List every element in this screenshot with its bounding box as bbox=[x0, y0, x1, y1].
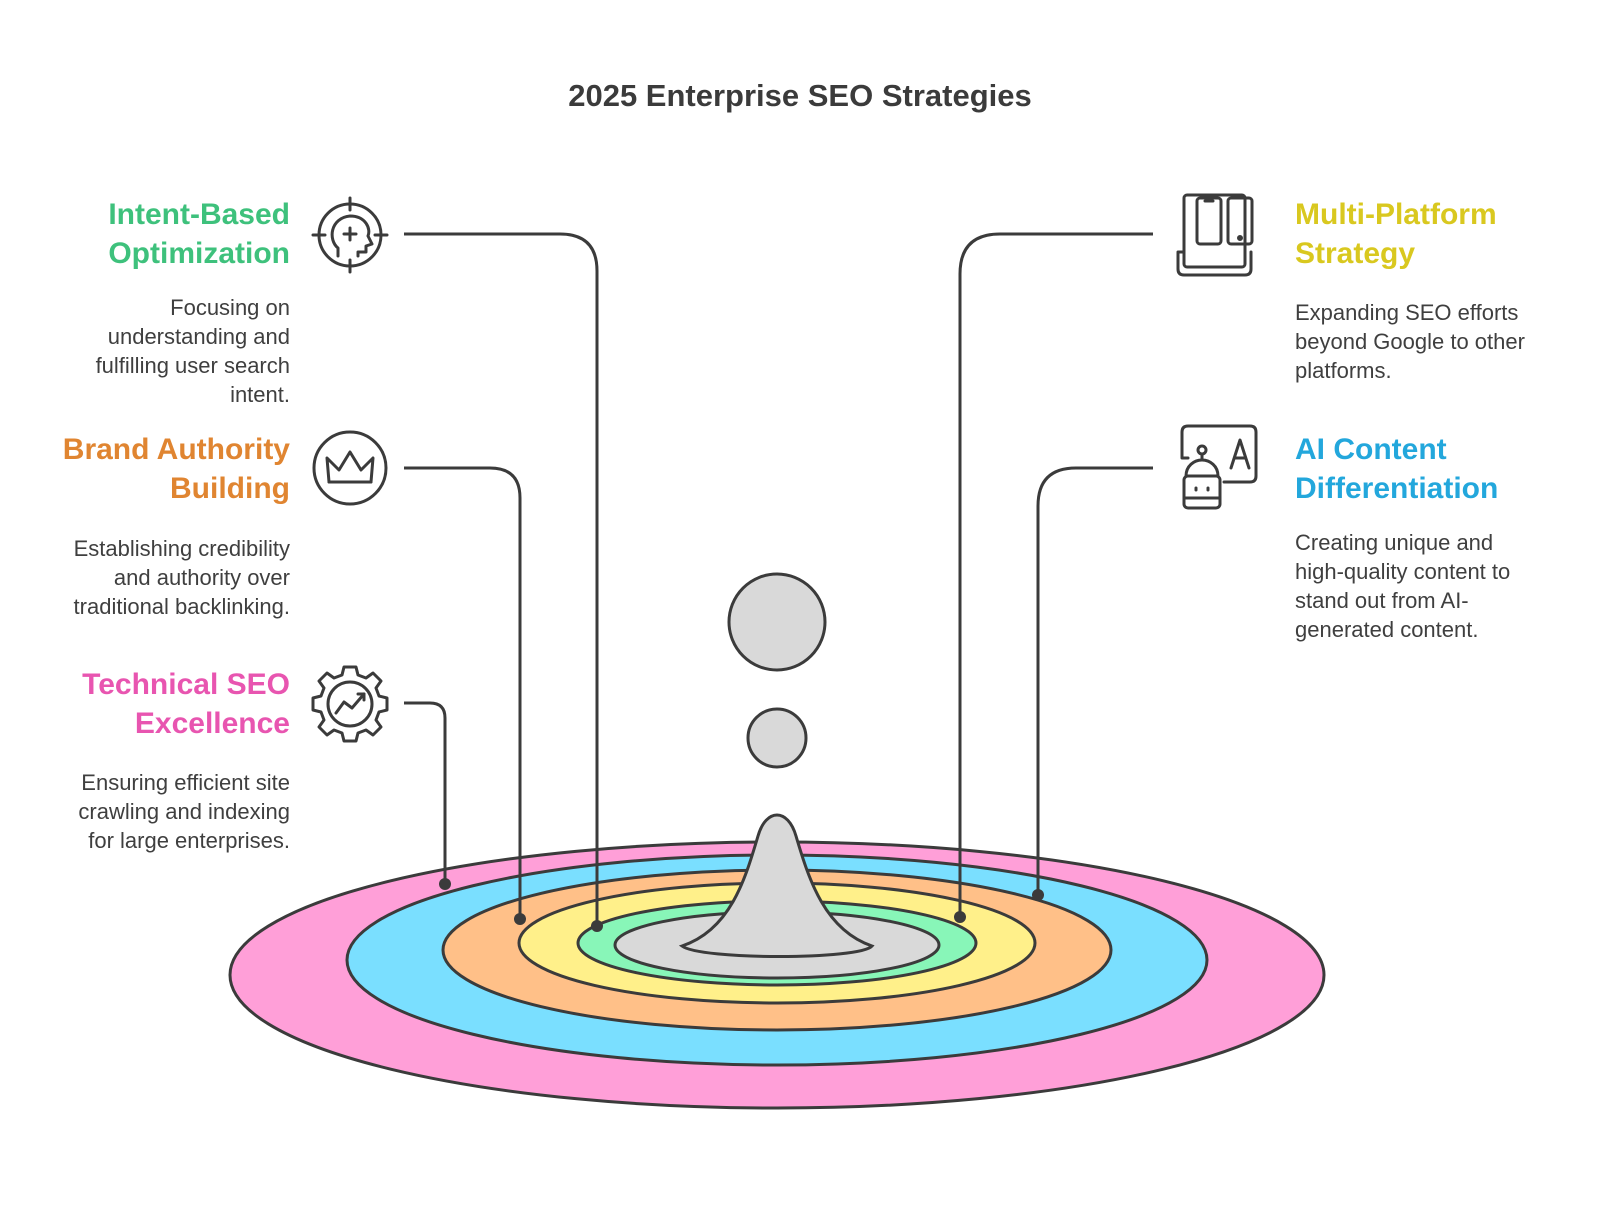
desc-intent-line2: understanding and bbox=[107, 324, 290, 349]
desc-ai-line2: high-quality content to bbox=[1295, 559, 1511, 584]
connector-dots bbox=[439, 878, 1044, 932]
desc-multiplatform-line1: Expanding SEO efforts bbox=[1295, 300, 1519, 325]
heading-ai: AI Content Differentiation bbox=[1295, 430, 1585, 508]
heading-brand-line2: Building bbox=[170, 472, 290, 505]
desc-ai-line1: Creating unique and bbox=[1295, 530, 1494, 555]
crown-icon bbox=[312, 430, 388, 506]
heading-intent-line1: Intent-Based bbox=[108, 198, 290, 231]
desc-intent: Focusing on understanding and fulfilling… bbox=[40, 293, 290, 409]
desc-ai-line4: generated content. bbox=[1295, 617, 1479, 642]
heading-intent-line2: Optimization bbox=[108, 237, 290, 270]
desc-technical-line2: crawling and indexing bbox=[78, 799, 290, 824]
desc-intent-line4: intent. bbox=[230, 382, 290, 407]
desc-multiplatform-line3: platforms. bbox=[1295, 358, 1392, 383]
desc-ai-line3: stand out from AI- bbox=[1295, 588, 1469, 613]
devices-icon bbox=[1176, 193, 1254, 277]
heading-ai-line2: Differentiation bbox=[1295, 472, 1499, 505]
desc-brand-line2: and authority over bbox=[113, 565, 290, 590]
heading-multiplatform-line2: Strategy bbox=[1295, 237, 1416, 270]
desc-brand-line1: Establishing credibility bbox=[73, 536, 290, 561]
robot-text-icon bbox=[1180, 424, 1258, 510]
heading-brand-line1: Brand Authority bbox=[62, 433, 290, 466]
heading-ai-line1: AI Content bbox=[1295, 433, 1447, 466]
desc-technical-line1: Ensuring efficient site bbox=[81, 770, 290, 795]
gear-chart-icon bbox=[311, 665, 389, 743]
connector-intent bbox=[404, 232, 599, 926]
droplet-small bbox=[746, 707, 808, 769]
desc-intent-line1: Focusing on bbox=[170, 295, 290, 320]
heading-multiplatform-line1: Multi-Platform bbox=[1295, 198, 1497, 231]
connector-technical bbox=[404, 701, 447, 884]
heading-technical: Technical SEO Excellence bbox=[40, 665, 290, 743]
head-target-icon bbox=[311, 196, 389, 274]
desc-ai: Creating unique and high-quality content… bbox=[1295, 528, 1585, 644]
splash-peak bbox=[678, 813, 875, 958]
heading-technical-line1: Technical SEO bbox=[82, 668, 290, 701]
desc-multiplatform: Expanding SEO efforts beyond Google to o… bbox=[1295, 298, 1585, 385]
heading-technical-line2: Excellence bbox=[134, 707, 290, 740]
dot-brand bbox=[514, 913, 526, 925]
diagram-title: 2025 Enterprise SEO Strategies bbox=[568, 78, 1032, 113]
desc-brand: Establishing credibility and authority o… bbox=[20, 534, 290, 621]
ripple-rings bbox=[228, 840, 1326, 1110]
connector-ai bbox=[1036, 466, 1153, 895]
connector-multiplatform bbox=[958, 232, 1153, 917]
heading-brand: Brand Authority Building bbox=[40, 430, 290, 508]
desc-technical-line3: for large enterprises. bbox=[88, 828, 290, 853]
connectors bbox=[404, 232, 1153, 926]
desc-technical: Ensuring efficient site crawling and ind… bbox=[20, 768, 290, 855]
connector-brand bbox=[404, 466, 522, 919]
heading-intent: Intent-Based Optimization bbox=[40, 195, 290, 273]
dot-ai bbox=[1032, 889, 1044, 901]
dot-technical bbox=[439, 878, 451, 890]
dot-intent bbox=[591, 920, 603, 932]
dot-multiplatform bbox=[954, 911, 966, 923]
desc-multiplatform-line2: beyond Google to other bbox=[1295, 329, 1525, 354]
heading-multiplatform: Multi-Platform Strategy bbox=[1295, 195, 1585, 273]
desc-brand-line3: traditional backlinking. bbox=[73, 594, 290, 619]
desc-intent-line3: fulfilling user search bbox=[95, 353, 290, 378]
droplet-large bbox=[727, 572, 827, 672]
